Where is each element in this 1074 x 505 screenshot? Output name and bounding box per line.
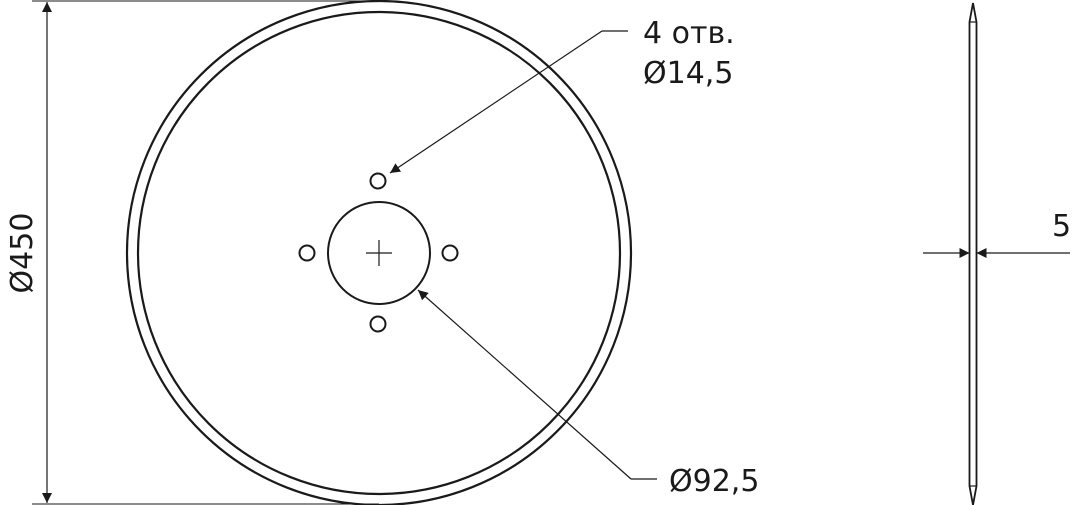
outer-diameter-label: Ø450 (5, 213, 40, 294)
center-hole (327, 201, 431, 305)
hole-leader-line (389, 30, 603, 174)
hole-diameter-label: Ø14,5 (643, 56, 733, 91)
mounting-hole-right (441, 244, 459, 262)
disc-bevel-edge (136, 10, 622, 496)
center-hole-leader-line (417, 289, 632, 480)
disc-side-view (968, 2, 978, 505)
holes-count-label: 4 отв. (643, 16, 735, 51)
mounting-hole-left (298, 244, 316, 262)
mounting-hole-top (369, 172, 387, 190)
disc-front-view (125, 0, 633, 505)
center-hole-diameter-label: Ø92,5 (669, 464, 759, 499)
disc-profile (968, 2, 978, 505)
outer-diameter-dimension: Ø450 (5, 0, 379, 505)
mounting-hole-bottom (369, 315, 387, 333)
center-hole-callout: Ø92,5 (417, 289, 759, 499)
hole-callout: 4 отв. Ø14,5 (389, 16, 735, 174)
thickness-dimension: 5 (923, 209, 1071, 258)
thickness-label: 5 (1052, 209, 1071, 244)
